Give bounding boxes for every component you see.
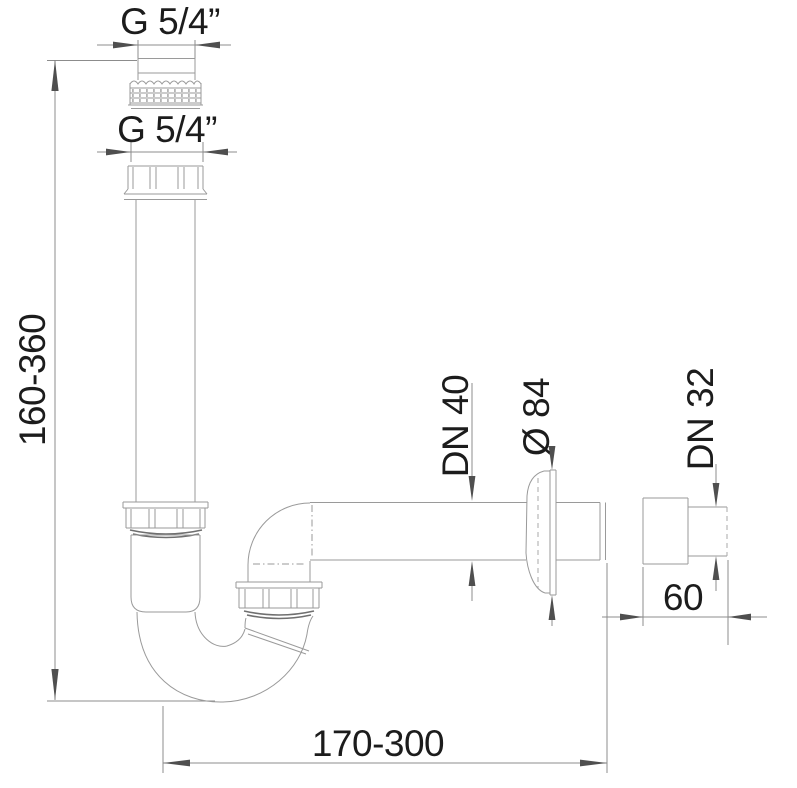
nut-upper-outline (123, 165, 208, 200)
arrow-down-icon (468, 476, 476, 501)
label-thread-nut: G 5/4” (117, 109, 217, 150)
stub-outline (137, 58, 196, 80)
rosette-bell-profile (525, 470, 546, 594)
arrow-right-icon (106, 148, 131, 156)
arrow-up-icon (468, 561, 476, 586)
trap-cup (130, 534, 201, 613)
label-thread-top: G 5/4” (120, 1, 220, 42)
thread-lines (130, 87, 201, 104)
elbow-tangent-marks (253, 505, 313, 565)
label-projection-range: 170-300 (312, 723, 444, 764)
dimension-nut-thread: G 5/4” (97, 109, 237, 162)
dimension-pipe-dn40: DN 40 (435, 375, 476, 601)
trap-nut-outline (122, 501, 209, 529)
male-thread (128, 80, 203, 109)
label-pipe-dn: DN 40 (435, 375, 476, 477)
arrow-left-icon (195, 41, 220, 49)
outlet-pipe (310, 502, 606, 561)
dim-line-height (47, 60, 215, 702)
thread-outline (128, 83, 203, 109)
trap-outlet-cut-lines (244, 617, 310, 655)
dimension-height-range: 160-360 (12, 60, 215, 702)
elbow-outline (247, 502, 311, 582)
arrow-up-icon (51, 60, 59, 91)
outlet-nut-seal-ring (243, 610, 315, 620)
arrow-right-icon (580, 759, 607, 767)
arrow-down-icon (51, 669, 59, 700)
dimension-projection-range: 170-300 (162, 563, 608, 773)
trap-inlet-nut (122, 501, 209, 539)
trap-inner-curve (194, 611, 246, 647)
trap-outlet-nut (235, 581, 323, 620)
arrow-left-icon (163, 759, 190, 767)
label-rosette-dia: Ø 84 (516, 378, 557, 456)
arrow-right-icon (113, 41, 138, 49)
wall-rosette (525, 469, 557, 596)
dimension-inlet-thread: G 5/4” (97, 1, 231, 58)
arrow-down-icon (712, 483, 720, 507)
dim-line-projection (162, 563, 608, 773)
inlet-pipe-lines (135, 199, 196, 502)
arrow-up-icon (548, 595, 556, 620)
dimension-wall-dn32: DN 32 (680, 368, 721, 591)
label-wall-depth: 60 (663, 577, 703, 618)
arrow-left-icon (728, 613, 751, 621)
arrow-up-icon (712, 556, 720, 580)
trap-nut-seal-ring (129, 529, 203, 539)
dimension-rosette-dia84: Ø 84 (516, 378, 557, 626)
outlet-pipe-lines (310, 502, 606, 561)
dimension-wall-depth-60: 60 (602, 560, 767, 645)
arrow-down-icon (548, 446, 556, 470)
wall-fitting-outline (642, 497, 727, 565)
rosette-flange-disc (544, 469, 557, 596)
trap-cup-outline (130, 534, 201, 613)
arrow-left-icon (203, 148, 228, 156)
union-nut-upper (123, 165, 208, 200)
trap-u-bend (136, 611, 314, 703)
label-wall-dn: DN 32 (680, 368, 721, 470)
inlet-thread-stub (137, 58, 196, 80)
thread-texture (132, 89, 199, 102)
trap-outer-curve (136, 611, 314, 703)
label-height-range: 160-360 (12, 314, 53, 446)
arrow-right-icon (620, 613, 643, 621)
inlet-pipe (135, 199, 196, 502)
outlet-nut-outline (235, 581, 323, 609)
thread-crests (129, 80, 202, 85)
outlet-elbow (247, 502, 313, 582)
wall-connection-fitting (642, 497, 728, 565)
